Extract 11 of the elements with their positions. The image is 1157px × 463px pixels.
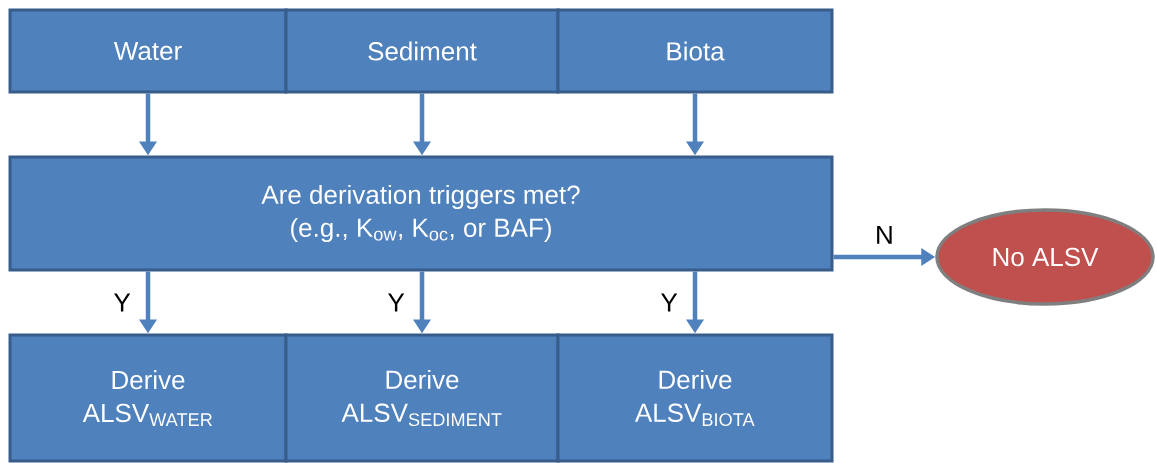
process-box: Biota: [556, 8, 834, 94]
process-box: Are derivation triggers met? (e.g., K$_{ow}$, K$_{oc}$, or BAF): [8, 155, 834, 272]
edge-label: Y: [112, 292, 132, 313]
edge-label: Y: [386, 292, 406, 313]
process-box: Sediment: [284, 8, 560, 94]
edge-label: Y: [659, 292, 679, 313]
process-box: Derive ALSV$_{WATER}$: [8, 333, 288, 463]
edge-label: N: [874, 224, 895, 245]
process-box: Derive ALSV$_{SEDIMENT}$: [284, 333, 560, 463]
process-box: Water: [8, 8, 288, 94]
process-box: Derive ALSV$_{BIOTA}$: [556, 333, 834, 463]
